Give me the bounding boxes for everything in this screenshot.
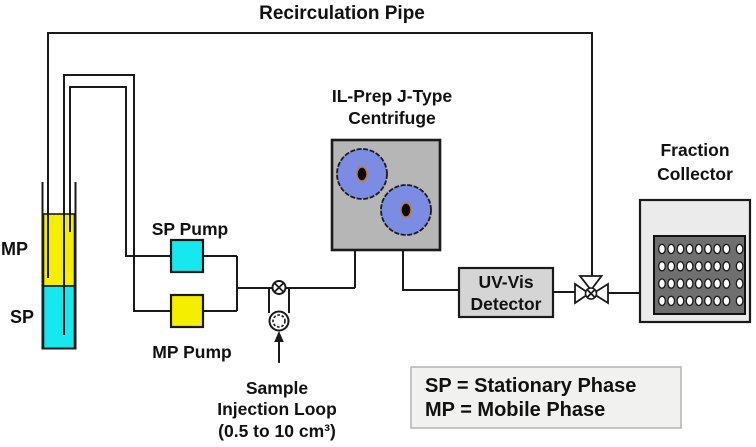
uv-vis-detector-box bbox=[457, 266, 555, 319]
loop-inner-coil bbox=[272, 314, 286, 328]
injection-label-line2: Injection Loop bbox=[217, 399, 337, 419]
collection-tube bbox=[704, 261, 712, 272]
detector-label-line1: UV-Vis bbox=[478, 272, 533, 292]
centrifuge-outlet-leg bbox=[402, 250, 459, 291]
collection-tube bbox=[694, 261, 703, 272]
bobbin-lower-hub bbox=[400, 202, 412, 218]
collection-tube bbox=[722, 261, 731, 272]
collection-tube bbox=[722, 295, 731, 307]
collection-tube bbox=[667, 278, 676, 289]
injection-label-line3: (0.5 to 10 cm³) bbox=[218, 421, 336, 441]
collection-tube bbox=[713, 243, 722, 255]
collection-tube bbox=[713, 261, 722, 272]
three-way-valve bbox=[574, 275, 609, 305]
recirculation-pipe bbox=[47, 32, 593, 278]
mp-pump-label: MP Pump bbox=[152, 342, 231, 362]
arrow-head bbox=[274, 331, 284, 342]
collection-tube bbox=[735, 278, 744, 289]
collection-tube bbox=[735, 261, 744, 272]
reservoir-walls bbox=[41, 182, 77, 350]
bobbin-lower bbox=[380, 184, 432, 236]
collection-tube bbox=[735, 243, 744, 255]
injection-bypass-lines bbox=[268, 288, 290, 313]
collection-tube bbox=[658, 243, 666, 255]
title-recirculation-pipe: Recirculation Pipe bbox=[259, 3, 425, 24]
centrifuge-label-line2: Centrifuge bbox=[348, 108, 436, 128]
pump-outlet-lines bbox=[203, 255, 238, 312]
recirculation-pipe-path bbox=[47, 32, 593, 278]
sp-layer-label: SP bbox=[10, 307, 34, 327]
sample-loop-coil bbox=[268, 310, 290, 332]
valve-left-triangle bbox=[574, 282, 591, 305]
collection-tube bbox=[713, 295, 722, 307]
mp-suction-tube bbox=[69, 86, 171, 257]
detector-label-line2: Detector bbox=[471, 294, 542, 314]
sp-pump-label: SP Pump bbox=[152, 219, 229, 239]
fraction-collector-box bbox=[638, 198, 752, 324]
collection-tube bbox=[685, 295, 694, 307]
legend-box bbox=[410, 366, 682, 429]
collector-label-line2: Collector bbox=[657, 164, 733, 184]
collection-tube bbox=[676, 295, 685, 307]
collection-tube bbox=[676, 278, 685, 289]
collection-tube bbox=[667, 261, 676, 272]
collection-tube bbox=[658, 261, 666, 272]
sp-suction-tube bbox=[63, 74, 171, 335]
collection-tube bbox=[685, 261, 694, 272]
centrifuge-box bbox=[330, 138, 442, 252]
centrifuge-label-line1: IL-Prep J-Type bbox=[332, 86, 453, 106]
sp-liquid-layer bbox=[42, 285, 76, 350]
collection-tube bbox=[658, 295, 666, 307]
collection-tube bbox=[694, 295, 703, 307]
sample-injection-arrow bbox=[274, 331, 284, 363]
legend-line2: MP = Mobile Phase bbox=[425, 399, 605, 421]
collection-tube bbox=[704, 243, 712, 255]
bobbin-upper bbox=[336, 148, 388, 200]
mp-pump-box bbox=[169, 293, 205, 329]
injection-label-line1: Sample bbox=[246, 378, 309, 398]
valve-top-triangle bbox=[578, 275, 604, 292]
legend-line1: SP = Stationary Phase bbox=[425, 375, 636, 397]
collector-label-line1: Fraction bbox=[660, 140, 729, 160]
collection-tube bbox=[722, 243, 731, 255]
collection-tube bbox=[667, 243, 676, 255]
sp-pump-box bbox=[169, 238, 205, 274]
collection-tube bbox=[667, 295, 676, 307]
tube-rack bbox=[658, 243, 744, 307]
valve-center-cross bbox=[586, 289, 596, 298]
collection-tube bbox=[658, 278, 666, 289]
collection-tube bbox=[694, 243, 703, 255]
bobbin-upper-hub bbox=[356, 166, 368, 182]
collection-tube bbox=[713, 278, 722, 289]
collection-tube bbox=[676, 261, 685, 272]
mp-layer-label: MP bbox=[1, 239, 28, 259]
valve-right-triangle bbox=[591, 282, 609, 305]
collection-tube bbox=[704, 278, 712, 289]
collection-tube bbox=[722, 278, 731, 289]
collection-tube bbox=[685, 243, 694, 255]
collection-tube bbox=[735, 295, 744, 307]
collection-tube bbox=[685, 278, 694, 289]
injection-valve bbox=[271, 280, 287, 295]
collection-tube bbox=[704, 295, 712, 307]
solvent-reservoir bbox=[41, 182, 77, 350]
valve-cross bbox=[273, 282, 285, 293]
collection-tube bbox=[694, 278, 703, 289]
collection-tube bbox=[676, 243, 685, 255]
